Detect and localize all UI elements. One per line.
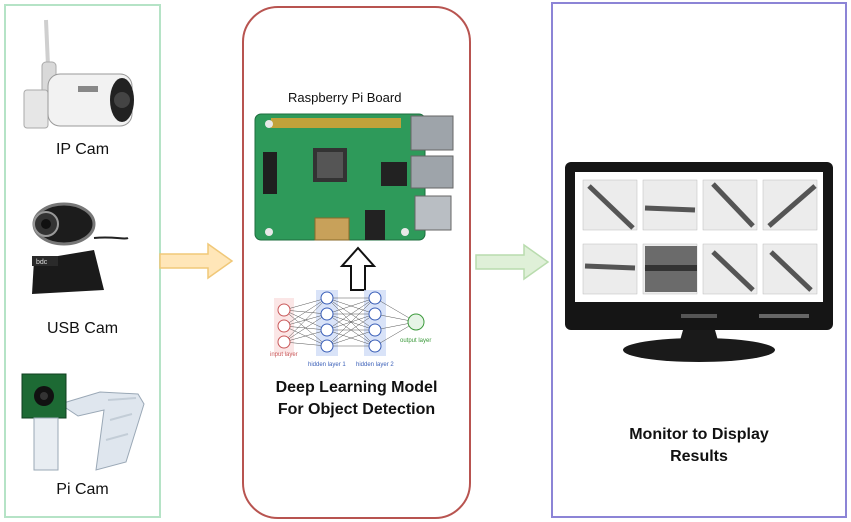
usb-cam-label: USB Cam [46, 320, 119, 337]
pi-camera-module-icon [21, 373, 145, 471]
monitor-output-panel [551, 2, 847, 518]
usb-webcam-icon: bdc [32, 202, 129, 294]
model-title: Deep Learning Model For Object Detection [242, 377, 471, 421]
ip-camera-icon [23, 19, 134, 129]
neural-network-diagram: input layer hidden layer 1 hidden layer … [270, 290, 431, 368]
monitor-icon [565, 162, 833, 362]
arrow-to-pi [159, 242, 234, 280]
svg-text:bdc: bdc [36, 259, 48, 266]
raspberry-pi-board-icon [254, 113, 454, 241]
nn-hidden-layer-2-label: hidden layer 2 [356, 362, 394, 368]
monitor-title-line2: Results [670, 448, 728, 465]
pi-cam-label: Pi Cam [56, 481, 109, 498]
nn-hidden-layer-1-label: hidden layer 1 [308, 362, 346, 368]
monitor-title: Monitor to Display Results [551, 424, 847, 468]
up-arrow [339, 246, 377, 291]
ip-cam-label: IP Cam [55, 141, 110, 158]
nn-input-layer-label: input layer [270, 352, 298, 358]
monitor-title-line1: Monitor to Display [629, 426, 769, 443]
arrow-to-monitor [475, 243, 550, 281]
raspberry-pi-panel [242, 6, 471, 519]
nn-output-layer-label: output layer [400, 338, 431, 344]
raspberry-pi-board-label: Raspberry Pi Board [288, 90, 402, 105]
model-title-line1: Deep Learning Model [275, 379, 438, 396]
model-title-line2: For Object Detection [277, 401, 436, 418]
